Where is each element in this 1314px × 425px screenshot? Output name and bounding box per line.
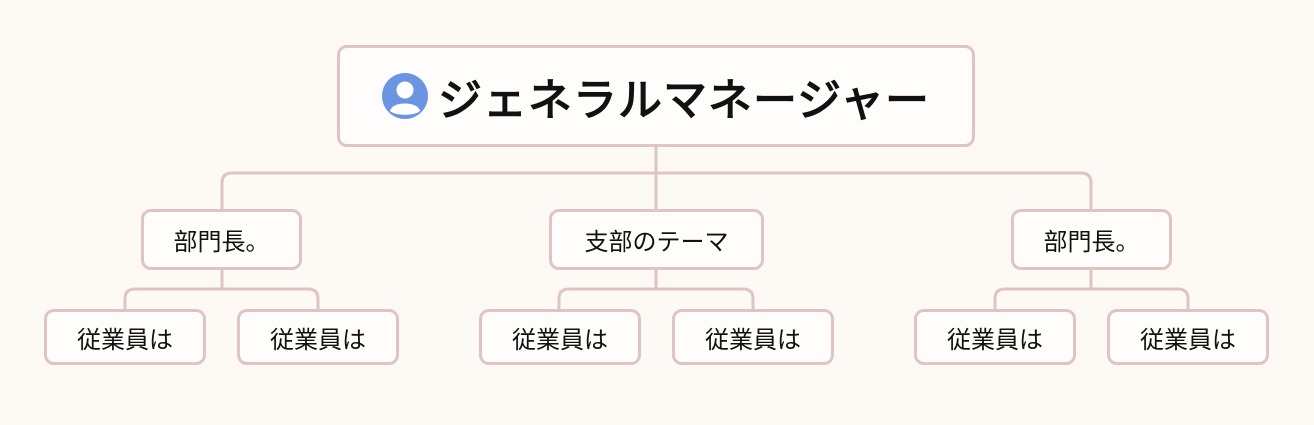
branch-node-2[interactable]: 支部のテーマ [549,209,764,270]
branch-node-1[interactable]: 部門長。 [141,209,302,270]
leaf-node-3-2[interactable]: 従業員は [1107,309,1269,365]
leaf-node-label: 従業員は [705,325,801,354]
leaf-node-1-1[interactable]: 従業員は [44,309,206,365]
leaf-node-label: 従業員は [512,325,608,354]
leaf-node-2-2[interactable]: 従業員は [672,309,834,365]
leaf-node-3-1[interactable]: 従業員は [914,309,1076,365]
branch-node-label: 部門長。 [1043,228,1140,256]
branch-node-label: 部門長。 [173,228,270,256]
leaf-node-1-2[interactable]: 従業員は [237,309,399,365]
leaf-node-2-1[interactable]: 従業員は [479,309,641,365]
user-avatar-icon [382,73,429,119]
root-node[interactable]: ジェネラルマネージャー [337,45,975,147]
connector-branch-1 [123,270,320,309]
branch-node-3[interactable]: 部門長。 [1011,209,1172,270]
root-node-label: ジェネラルマネージャー [438,75,930,126]
connector-root-bus [220,171,1093,209]
leaf-node-label: 従業員は [1140,325,1236,354]
leaf-node-label: 従業員は [947,325,1043,354]
leaf-node-label: 従業員は [270,325,366,354]
connector-branch-2 [557,270,755,309]
leaf-node-label: 従業員は [77,325,173,354]
branch-node-label: 支部のテーマ [584,228,729,256]
connector-branch-3 [993,270,1190,309]
